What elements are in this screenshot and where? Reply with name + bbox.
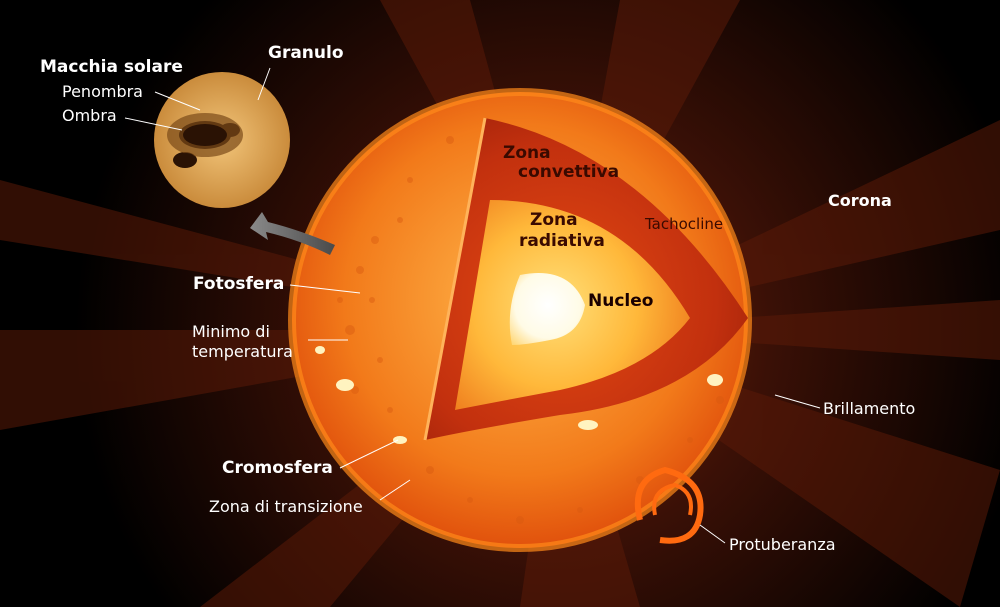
label-cromosfera: Cromosfera [222, 458, 333, 478]
label-zona-di-transizione: Zona di transizione [209, 497, 363, 516]
label-nucleo: Nucleo [588, 291, 654, 311]
label-penombra: Penombra [62, 82, 143, 101]
label-zona-convettiva-line2: convettiva [518, 162, 620, 182]
granulation-texture [337, 136, 724, 524]
label-macchia-solare: Macchia solare [40, 57, 183, 77]
label-zona-radiativa-line2: radiativa [519, 231, 605, 251]
chromosphere-bright-spots [315, 346, 723, 444]
label-zona-convettiva-line1: Zona [503, 143, 551, 163]
label-protuberanza: Protuberanza [729, 535, 836, 554]
label-minimo-di-temperatura-line2: temperatura [192, 342, 293, 361]
label-fotosfera: Fotosfera [193, 274, 285, 294]
label-ombra: Ombra [62, 106, 117, 125]
label-tachocline: Tachocline [645, 215, 724, 233]
prominence [634, 466, 704, 544]
label-corona: Corona [828, 191, 892, 210]
core [509, 273, 585, 345]
label-minimo-di-temperatura-line1: Minimo di [192, 322, 270, 341]
label-granulo: Granulo [268, 43, 344, 63]
label-zona-radiativa-line1: Zona [530, 210, 578, 230]
leader-lines [124, 67, 821, 544]
label-brillamento: Brillamento [823, 399, 916, 418]
inset-arrow [250, 212, 335, 255]
